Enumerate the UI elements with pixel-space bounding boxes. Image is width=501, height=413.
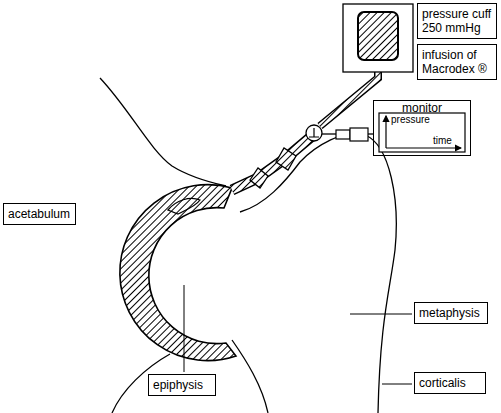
- tube: [232, 136, 312, 190]
- leader-line: [350, 314, 412, 315]
- infusion-bag: [358, 12, 398, 60]
- tube: [232, 136, 312, 190]
- femur-outline: [232, 340, 268, 413]
- tube-connector: [250, 168, 268, 188]
- leader-line: [184, 285, 185, 372]
- leader-line: [382, 384, 412, 385]
- stopcock-symbol: [309, 128, 319, 137]
- pressure-line: [322, 133, 336, 134]
- pressure-cuff: [343, 4, 413, 72]
- node-text: corticalis: [419, 376, 466, 390]
- callout-box: infusion of Macrodex ®: [417, 44, 497, 80]
- tube-connector: [276, 148, 296, 170]
- femur-outline: [240, 133, 396, 413]
- axis: [385, 116, 386, 148]
- joint-capsule: [120, 185, 236, 361]
- stopcock: [306, 125, 322, 141]
- transducer: [350, 128, 368, 141]
- monitor-screen: [379, 113, 465, 152]
- axis-label: time: [432, 135, 453, 146]
- pelvis-outline: [100, 78, 226, 186]
- node-text: monitor: [402, 101, 442, 115]
- labrum: [168, 198, 200, 214]
- node-text: infusion of Macrodex ®: [422, 48, 492, 76]
- label-box: epiphysis: [148, 374, 216, 396]
- label-box: corticalis: [414, 372, 486, 394]
- label-box: metaphysis: [414, 302, 488, 324]
- node-text: pressure cuff 250 mmHg: [422, 7, 492, 35]
- transducer: [336, 130, 350, 139]
- axis-label: pressure: [390, 114, 431, 125]
- node-text: epiphysis: [153, 378, 203, 392]
- monitor-box: monitor: [373, 100, 471, 156]
- node-text: metaphysis: [419, 306, 480, 320]
- callout-box: pressure cuff 250 mmHg: [417, 3, 497, 39]
- node-text: acetabulum: [8, 207, 70, 221]
- axis: [386, 147, 461, 148]
- label-box: acetabulum: [3, 203, 76, 225]
